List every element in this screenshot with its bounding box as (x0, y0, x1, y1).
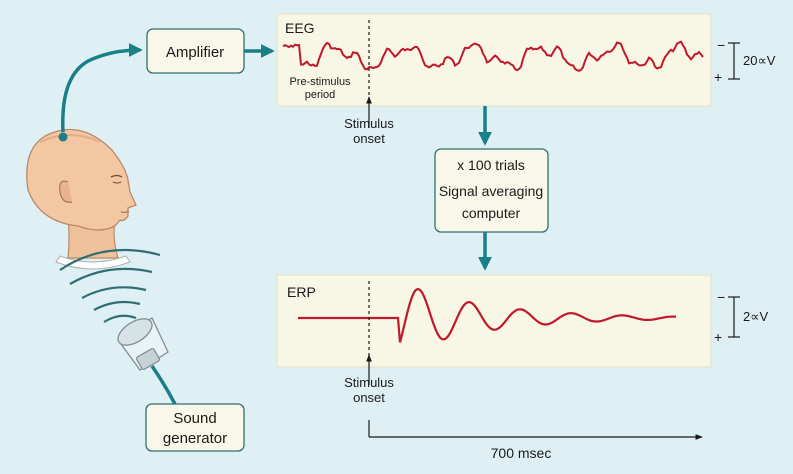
erp-signal-trace (298, 287, 677, 343)
sound-generator-line-2: generator (163, 430, 227, 447)
speaker-icon (117, 317, 169, 371)
averaging-line-3: computer (462, 205, 521, 221)
head-icon (26, 128, 137, 270)
erp-scale-value: 2∝V (743, 309, 769, 324)
averaging-line-2: Signal averaging (439, 183, 543, 199)
sound-generator-line-1: Sound (173, 410, 216, 427)
amplifier-label: Amplifier (166, 44, 224, 61)
signal-averaging-box: x 100 trials Signal averaging computer (434, 148, 549, 233)
erp-scale-plus: + (714, 329, 722, 345)
electrode-icon (58, 132, 68, 142)
pre-stimulus-label-line2: period (305, 89, 336, 101)
erp-scale-minus: − (717, 289, 725, 305)
averaging-line-1: x 100 trials (457, 157, 525, 173)
erp-stimulus-label-line2: onset (353, 390, 385, 405)
erp-scale-bar: − + 2∝V (714, 289, 769, 345)
eeg-panel: EEG Pre-stimulus period (276, 13, 712, 107)
sound-waves-icon (59, 248, 161, 323)
eeg-signal-trace (282, 40, 704, 72)
eeg-title: EEG (285, 20, 315, 36)
amplifier-box: Amplifier (146, 28, 245, 74)
eeg-stimulus-label-line1: Stimulus (344, 116, 394, 131)
eeg-scale-value: 20∝V (743, 53, 776, 68)
pre-stimulus-label-line1: Pre-stimulus (289, 76, 351, 88)
eeg-scale-plus: + (714, 69, 722, 85)
eeg-scale-minus: − (717, 37, 725, 53)
sound-generator-box: Sound generator (145, 403, 245, 452)
electrode-to-amplifier-arrow (61, 43, 143, 133)
time-axis-label: 700 msec (491, 445, 552, 461)
speaker-cable (150, 365, 177, 405)
erp-stimulus-label-line1: Stimulus (344, 375, 394, 390)
erp-title: ERP (287, 284, 316, 300)
eeg-stimulus-label-line2: onset (353, 131, 385, 146)
erp-panel: ERP (276, 274, 712, 368)
eeg-scale-bar: − + 20∝V (714, 37, 776, 85)
time-axis: 700 msec (368, 420, 703, 461)
